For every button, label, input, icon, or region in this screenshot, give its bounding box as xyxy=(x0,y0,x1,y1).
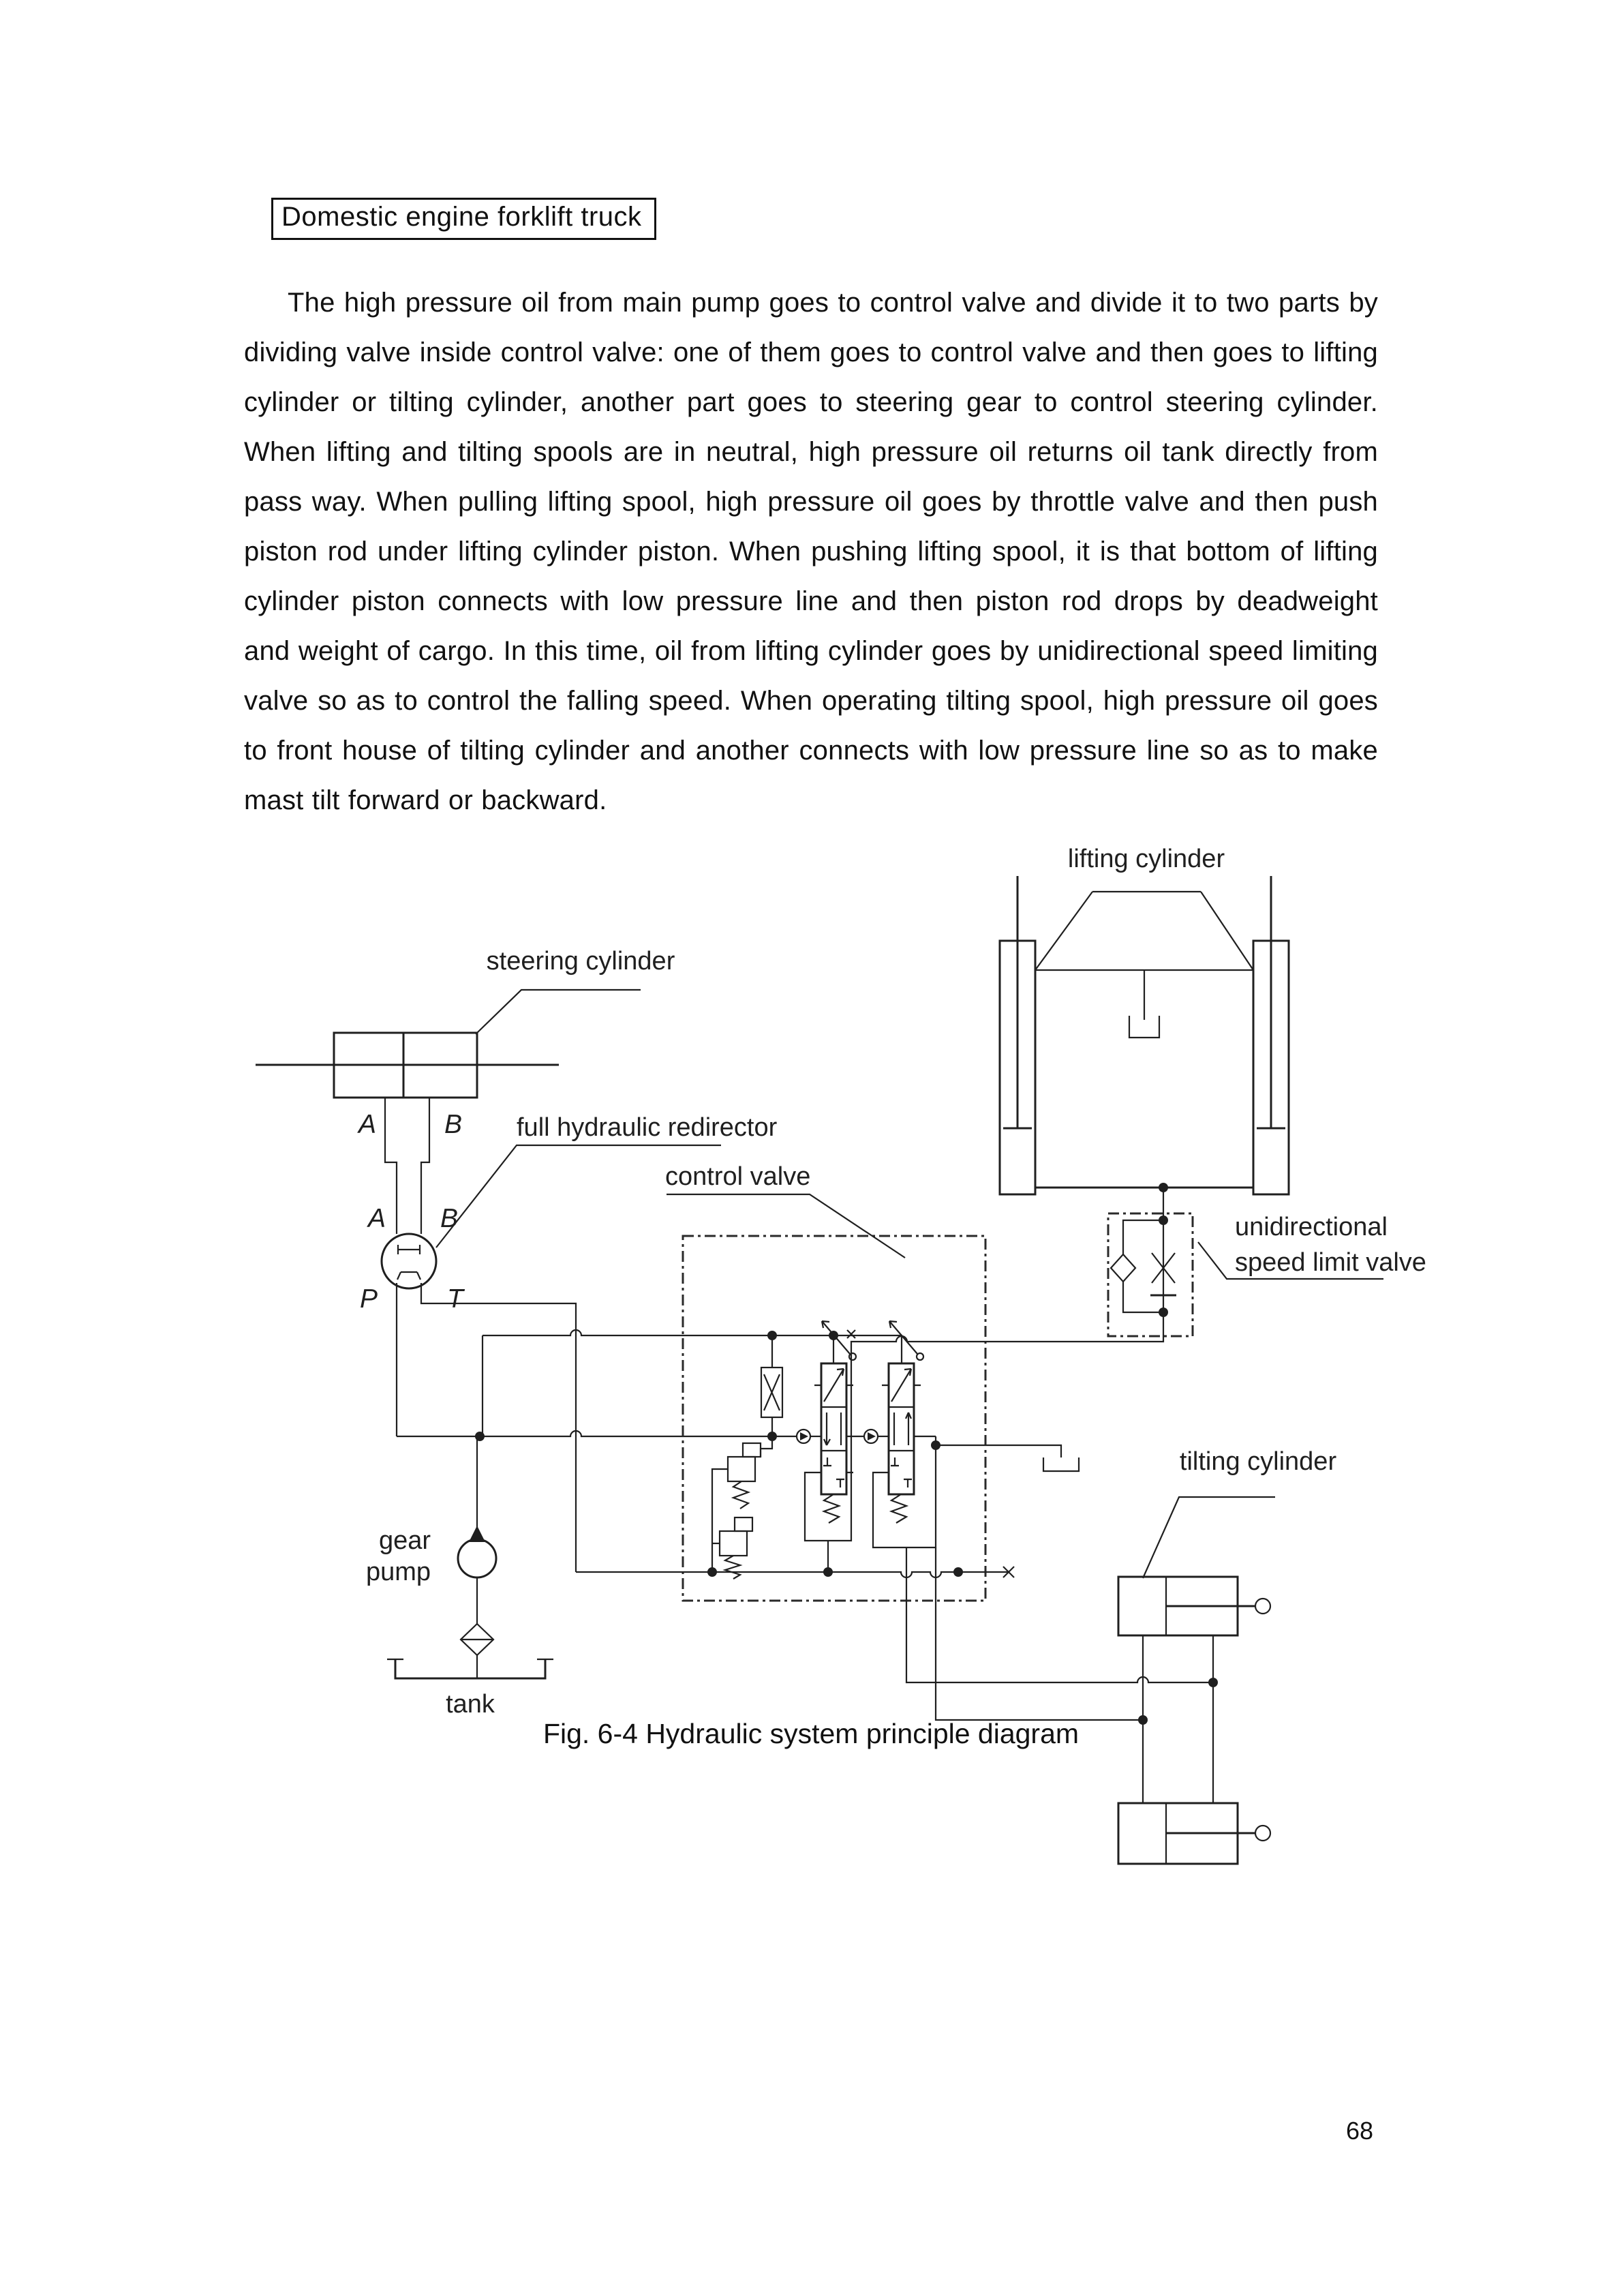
gear-pump-label-line1: gear xyxy=(379,1526,431,1555)
control-valve-boundary xyxy=(682,1235,987,1602)
lifting-cylinder-symbol xyxy=(998,876,1290,1196)
tilting-spool-valve xyxy=(863,1320,937,1549)
tank-label: tank xyxy=(446,1690,495,1719)
speed-limit-valve-label: unidirectional speed limit valve xyxy=(1197,1213,1426,1280)
port-t-redirector: T xyxy=(447,1284,465,1314)
flow-divider-symbol xyxy=(760,1335,784,1436)
title-text: Domestic engine forklift truck xyxy=(281,202,642,232)
lifting-cylinder-label: lifting cylinder xyxy=(1035,845,1254,971)
tilting-cylinder-label-text: tilting cylinder xyxy=(1180,1447,1337,1476)
steering-cylinder-symbol xyxy=(256,1031,559,1234)
speed-limit-label-line2: speed limit valve xyxy=(1235,1248,1426,1277)
lifting-cylinder-label-text: lifting cylinder xyxy=(1068,845,1225,873)
port-a-redirector: A xyxy=(367,1204,386,1233)
pressure-return-lines xyxy=(395,1283,903,1572)
port-a-steering: A xyxy=(357,1110,376,1139)
figure-caption: Fig. 6-4 Hydraulic system principle diag… xyxy=(542,1718,1080,1749)
check-valve-symbol xyxy=(795,1428,821,1445)
tilting-cylinder-symbol xyxy=(1117,1575,1272,1865)
relief-valve-2 xyxy=(712,1516,754,1580)
lifting-spool-valve xyxy=(804,1320,865,1572)
steering-cylinder-label-text: steering cylinder xyxy=(487,947,675,976)
title-box: Domestic engine forklift truck xyxy=(271,198,656,240)
steering-cylinder-label: steering cylinder xyxy=(475,947,675,1035)
relief-valve-1 xyxy=(711,1436,774,1572)
full-hydraulic-redirector-symbol xyxy=(380,1233,438,1290)
port-p-redirector: P xyxy=(360,1284,378,1314)
return-manifold xyxy=(576,1566,1015,1579)
speed-limit-valve-symbol xyxy=(846,1188,1194,1436)
speed-limit-label-line1: unidirectional xyxy=(1235,1213,1388,1241)
body-paragraph: The high pressure oil from main pump goe… xyxy=(244,288,1378,815)
hydraulic-diagram: steering cylinder A B A B P T full hydra… xyxy=(256,845,1426,1865)
gear-pump-label-line2: pump xyxy=(366,1558,431,1586)
control-valve-label: control valve xyxy=(665,1162,906,1258)
control-valve-label-text: control valve xyxy=(665,1162,810,1191)
port-b-redirector: B xyxy=(440,1204,458,1233)
full-hydraulic-redirector-label-text: full hydraulic redirector xyxy=(517,1113,778,1142)
tank-symbol xyxy=(387,1658,553,1680)
port-b-steering: B xyxy=(444,1110,462,1139)
full-hydraulic-redirector-label: full hydraulic redirector xyxy=(435,1113,778,1248)
gear-pump-symbol xyxy=(457,1436,498,1624)
valve-tank-return xyxy=(931,1440,1080,1472)
suction-filter-symbol xyxy=(459,1622,495,1678)
page-number: 68 xyxy=(1346,2117,1374,2145)
tilting-cylinder-label: tilting cylinder xyxy=(1142,1447,1337,1579)
